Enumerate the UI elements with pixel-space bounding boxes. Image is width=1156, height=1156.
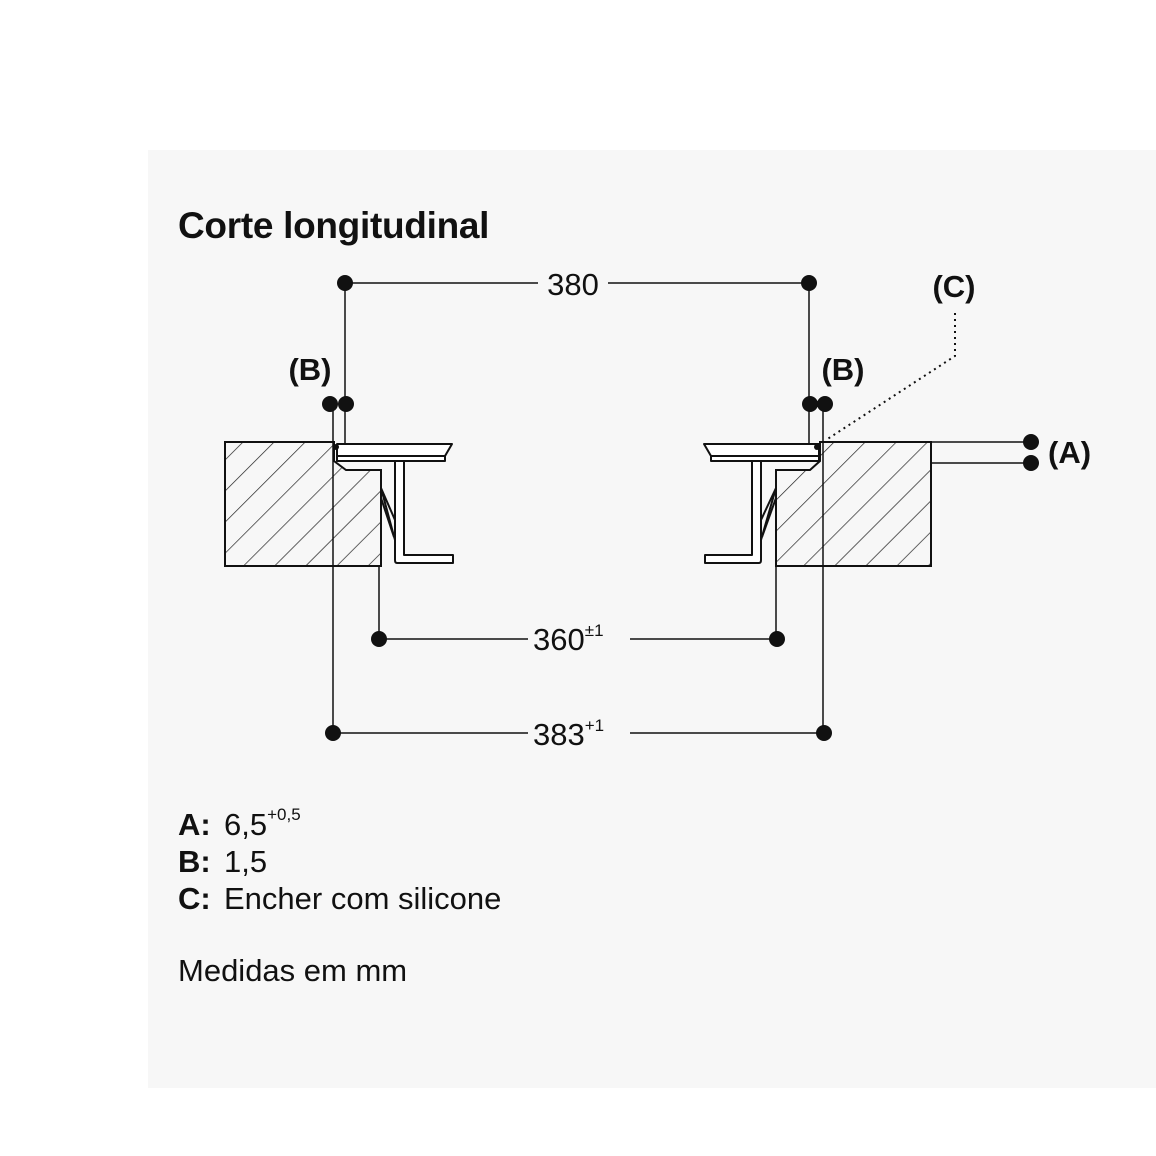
callout-c: (C) bbox=[932, 269, 975, 304]
extension-lines bbox=[332, 283, 1031, 733]
hob-frame-right bbox=[703, 443, 820, 564]
legend-item-c: C: Encher com silicone bbox=[178, 880, 501, 917]
callout-b-left: (B) bbox=[288, 352, 331, 387]
diagram-title: Corte longitudinal bbox=[178, 205, 490, 246]
legend-item-a: A: 6,5+0,5 bbox=[178, 800, 501, 843]
callout-a: (A) bbox=[1048, 435, 1091, 470]
legend-item-b: B: 1,5 bbox=[178, 843, 501, 880]
units-note: Medidas em mm bbox=[178, 953, 408, 988]
callout-b-right: (B) bbox=[821, 352, 864, 387]
legend-key: A: bbox=[178, 807, 211, 843]
legend-value: Encher com silicone bbox=[224, 881, 502, 917]
dimension-383: 383+1 bbox=[533, 716, 604, 752]
callout-c-leader bbox=[825, 313, 956, 441]
dimension-lines bbox=[333, 282, 823, 734]
dimension-360: 360±1 bbox=[533, 621, 604, 657]
drawing-panel bbox=[148, 150, 1156, 1088]
silicone-point-right bbox=[814, 444, 820, 450]
dimension-380: 380 bbox=[547, 267, 599, 302]
dimension-terminators bbox=[322, 275, 1039, 741]
hob-frame-left bbox=[336, 443, 454, 564]
legend: A: 6,5+0,5 B: 1,5 C: Encher com silicone bbox=[178, 800, 501, 917]
legend-key: B: bbox=[178, 844, 211, 880]
legend-value: 1,5 bbox=[224, 844, 268, 880]
legend-tolerance: +0,5 bbox=[267, 805, 301, 824]
silicone-point-left bbox=[333, 444, 339, 450]
legend-key: C: bbox=[178, 881, 211, 917]
legend-value: 6,5 bbox=[224, 807, 268, 843]
